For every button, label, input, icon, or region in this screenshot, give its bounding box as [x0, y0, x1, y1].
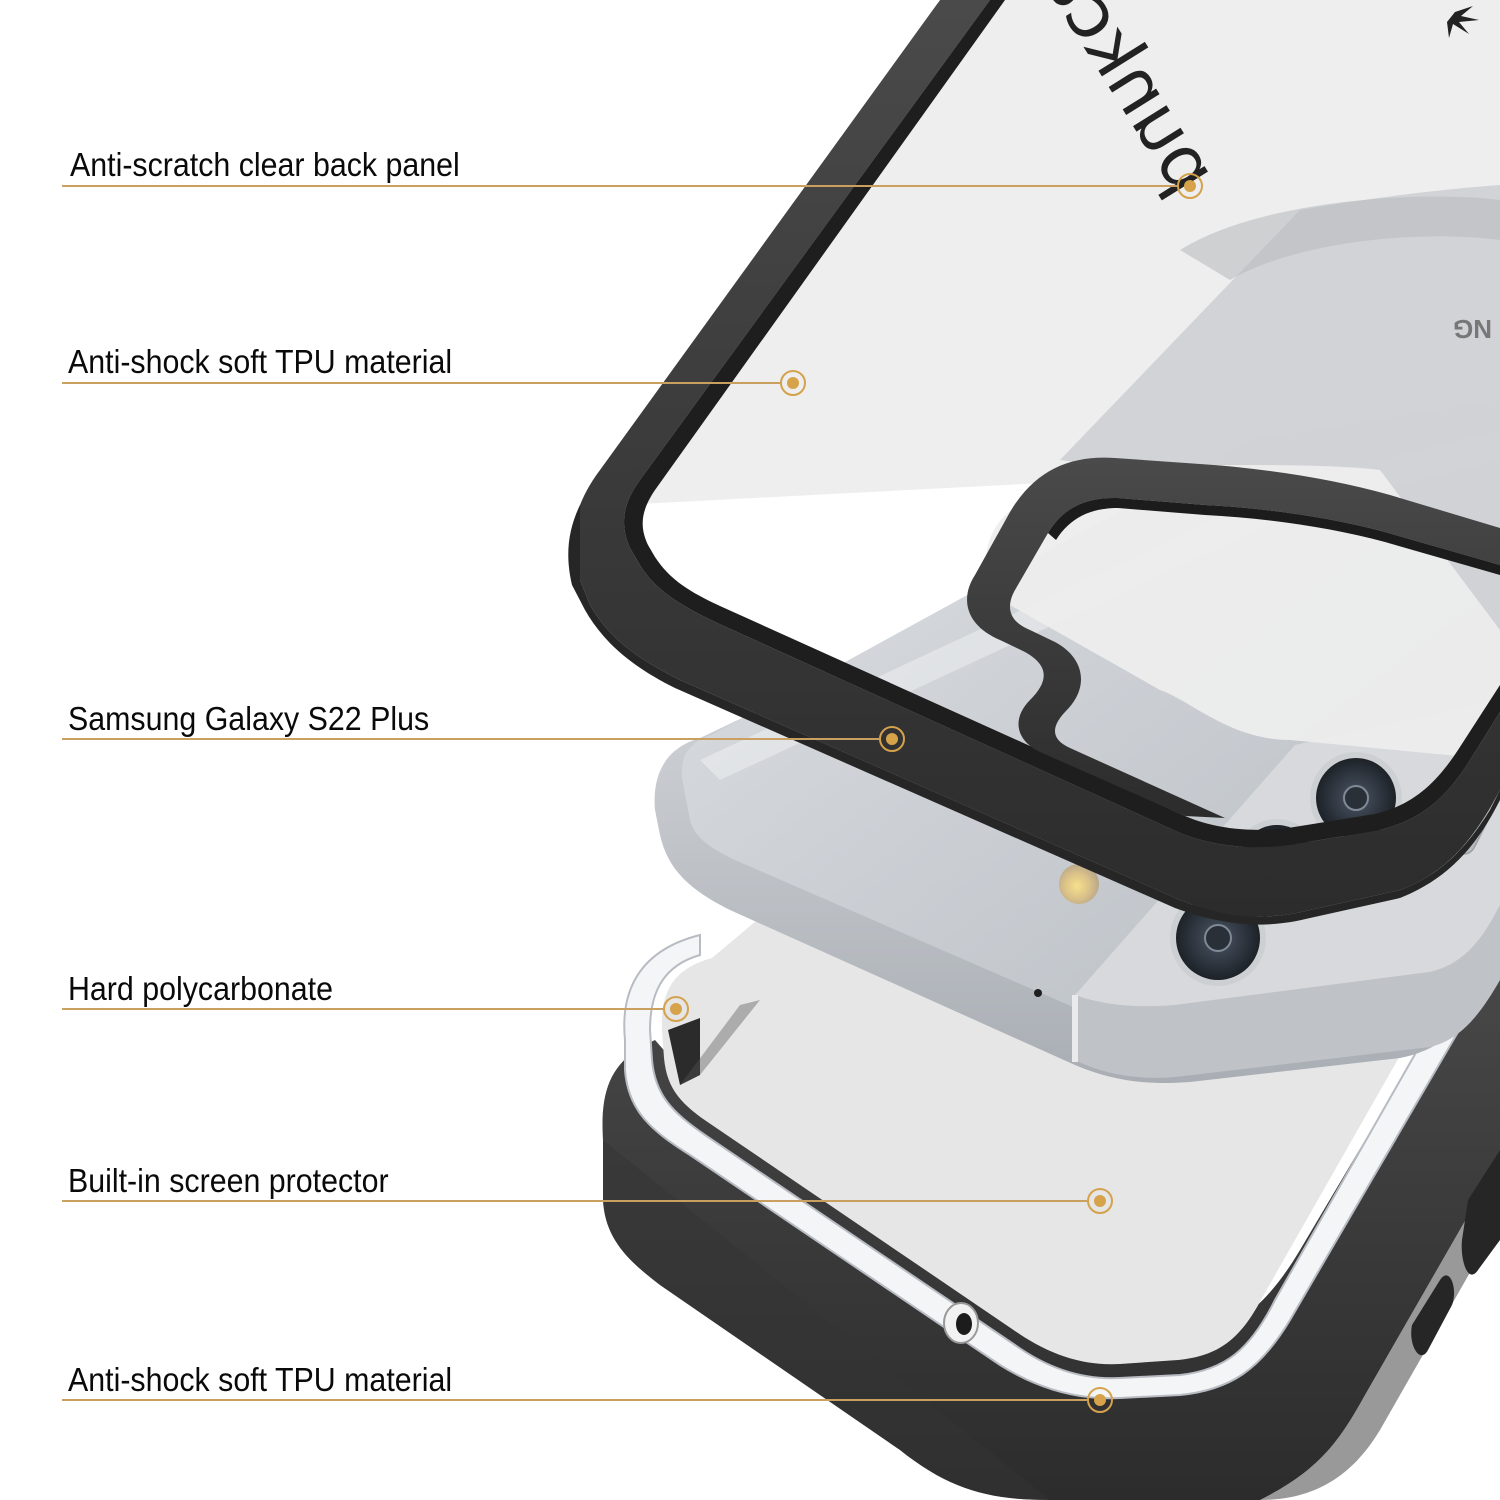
- callout-label: Anti-shock soft TPU material: [68, 1361, 453, 1398]
- callout-leader-line: [62, 1200, 1087, 1202]
- callout-marker-icon: [1087, 1188, 1113, 1214]
- microphone-hole-icon: [1034, 989, 1042, 997]
- callout-leader-line: [62, 1399, 1087, 1401]
- brand-burst-icon: [1447, 6, 1479, 38]
- callout-marker-icon: [663, 996, 689, 1022]
- device-logo-text: NG: [1453, 314, 1492, 344]
- callout-label: Anti-shock soft TPU material: [68, 343, 453, 380]
- callout-leader-line: [62, 382, 780, 384]
- callout-marker-icon: [1087, 1387, 1113, 1413]
- callout-label: Built-in screen protector: [68, 1162, 389, 1199]
- camera-flash-icon: [1059, 864, 1099, 904]
- callout-leader-line: [62, 738, 879, 740]
- callout-leader-line: [62, 185, 1177, 187]
- callout-label: Samsung Galaxy S22 Plus: [68, 700, 430, 737]
- callout-marker-icon: [780, 370, 806, 396]
- callout-label: Hard polycarbonate: [68, 970, 333, 1007]
- back-cover-layer: NG punkcase: [557, 0, 1500, 925]
- callout-marker-icon: [879, 726, 905, 752]
- callout-leader-line: [62, 1008, 663, 1010]
- callout-label: Anti-scratch clear back panel: [70, 146, 460, 183]
- callout-marker-icon: [1177, 173, 1203, 199]
